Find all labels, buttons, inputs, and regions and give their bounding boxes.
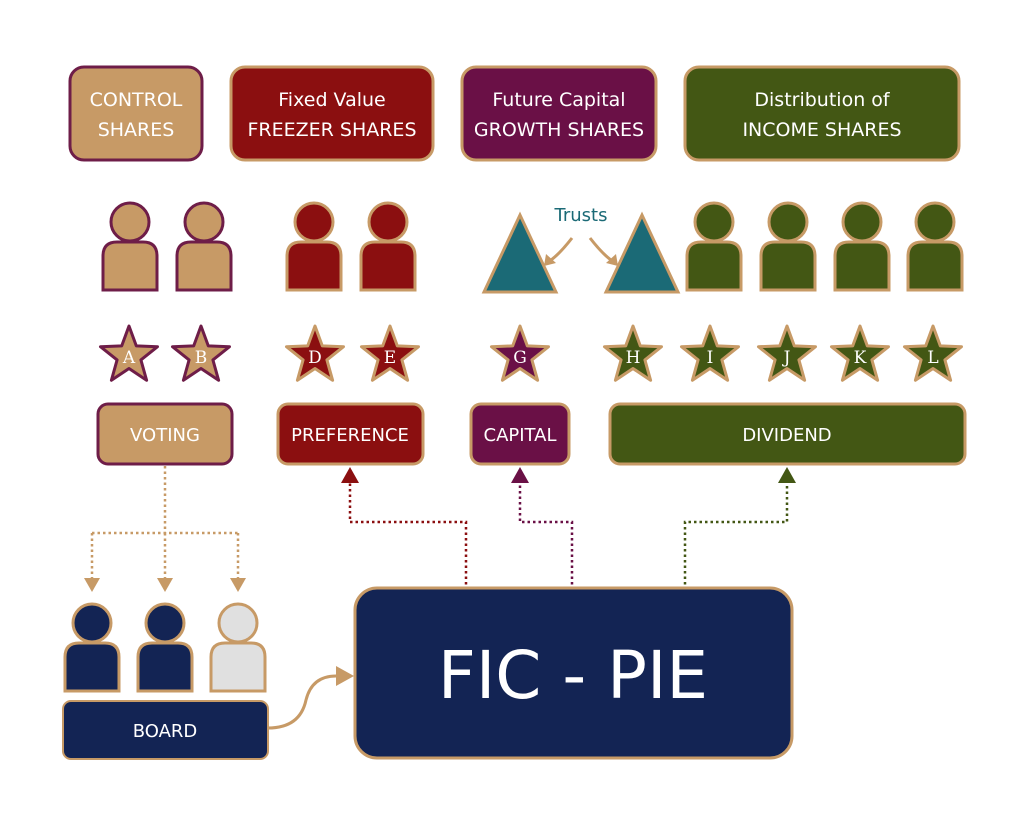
capital-label: CAPITAL <box>484 425 557 446</box>
header-growth-line1: Future Capital <box>492 89 625 111</box>
capital-box: CAPITAL <box>469 402 571 466</box>
header-growth-shares: Future Capital GROWTH SHARES <box>460 65 658 162</box>
star-i-letter: I <box>707 348 714 368</box>
trust-arrow-left <box>547 237 574 264</box>
person-income-i-icon <box>759 201 817 292</box>
arrowhead-board-to-fic-icon <box>336 666 354 686</box>
fic-pie-title: FIC - PIE <box>438 637 708 714</box>
trusts-label: Trusts <box>554 205 608 226</box>
fic-pie-box: FIC - PIE <box>353 586 794 760</box>
preference-box: PREFERENCE <box>276 402 425 466</box>
header-income-shares: Distribution of INCOME SHARES <box>683 65 961 162</box>
person-income-j-icon <box>833 201 891 292</box>
header-income-line2: INCOME SHARES <box>742 119 901 141</box>
star-a-letter: A <box>122 348 136 368</box>
connector-board-to-fic <box>267 674 337 730</box>
star-j-icon <box>757 324 817 382</box>
person-income-k-icon <box>906 201 964 292</box>
connector-capital <box>518 483 574 590</box>
connector-preference <box>348 483 468 590</box>
person-control-b-icon <box>175 201 233 292</box>
board-member-1-icon <box>63 602 121 693</box>
star-k-letter: K <box>854 348 867 368</box>
person-control-a-icon <box>101 201 159 292</box>
star-d-letter: D <box>308 348 322 368</box>
star-e-letter: E <box>384 348 396 368</box>
trust-left-triangle-icon <box>481 211 559 294</box>
arrowhead-capital-icon <box>511 467 529 483</box>
star-l-icon <box>903 324 963 382</box>
star-h-icon <box>603 324 663 382</box>
header-freezer-line1: Fixed Value <box>278 89 385 111</box>
star-g-letter: G <box>513 348 527 368</box>
voting-connectors <box>90 466 240 578</box>
star-g-icon <box>490 324 550 382</box>
arrowhead-board-3-icon <box>230 578 246 592</box>
arrowhead-preference-icon <box>341 467 359 483</box>
board-box: BOARD <box>62 700 269 760</box>
header-freezer-shares: Fixed Value FREEZER SHARES <box>229 65 435 162</box>
star-i-icon <box>680 324 740 382</box>
connector-dividend <box>683 483 789 590</box>
trust-right-triangle-icon <box>603 211 681 294</box>
star-b-icon <box>171 324 231 382</box>
header-control-line2: SHARES <box>98 119 175 141</box>
dividend-box: DIVIDEND <box>608 402 967 466</box>
person-freezer-d-icon <box>285 201 343 292</box>
dividend-label: DIVIDEND <box>742 425 831 446</box>
trust-arrowhead-right-icon <box>606 254 618 266</box>
star-h-letter: H <box>626 348 641 368</box>
header-freezer-line2: FREEZER SHARES <box>247 119 416 141</box>
star-j-letter: J <box>782 348 791 368</box>
star-b-letter: B <box>195 348 208 368</box>
board-member-2-icon <box>136 602 194 693</box>
star-a-icon <box>99 324 159 382</box>
arrowhead-board-1-icon <box>84 578 100 592</box>
header-income-line1: Distribution of <box>754 89 891 111</box>
star-l-letter: L <box>927 348 938 368</box>
star-k-icon <box>830 324 890 382</box>
header-growth-line2: GROWTH SHARES <box>474 119 644 141</box>
header-control-line1: CONTROL <box>90 89 183 111</box>
trusts-group: Trusts <box>481 205 681 294</box>
voting-arrowheads <box>84 578 246 592</box>
star-e-icon <box>360 324 420 382</box>
board-label: BOARD <box>133 721 198 742</box>
preference-label: PREFERENCE <box>291 425 409 446</box>
person-income-h-icon <box>685 201 743 292</box>
voting-box: VOTING <box>96 402 234 466</box>
voting-label: VOTING <box>130 425 200 446</box>
trust-arrow-right <box>588 237 615 264</box>
arrowhead-dividend-icon <box>778 467 796 483</box>
person-freezer-e-icon <box>359 201 417 292</box>
arrowhead-board-2-icon <box>157 578 173 592</box>
header-control-shares: CONTROL SHARES <box>68 65 204 162</box>
star-d-icon <box>285 324 345 382</box>
trust-arrowhead-left-icon <box>544 254 556 266</box>
board-member-3-icon <box>209 602 267 693</box>
